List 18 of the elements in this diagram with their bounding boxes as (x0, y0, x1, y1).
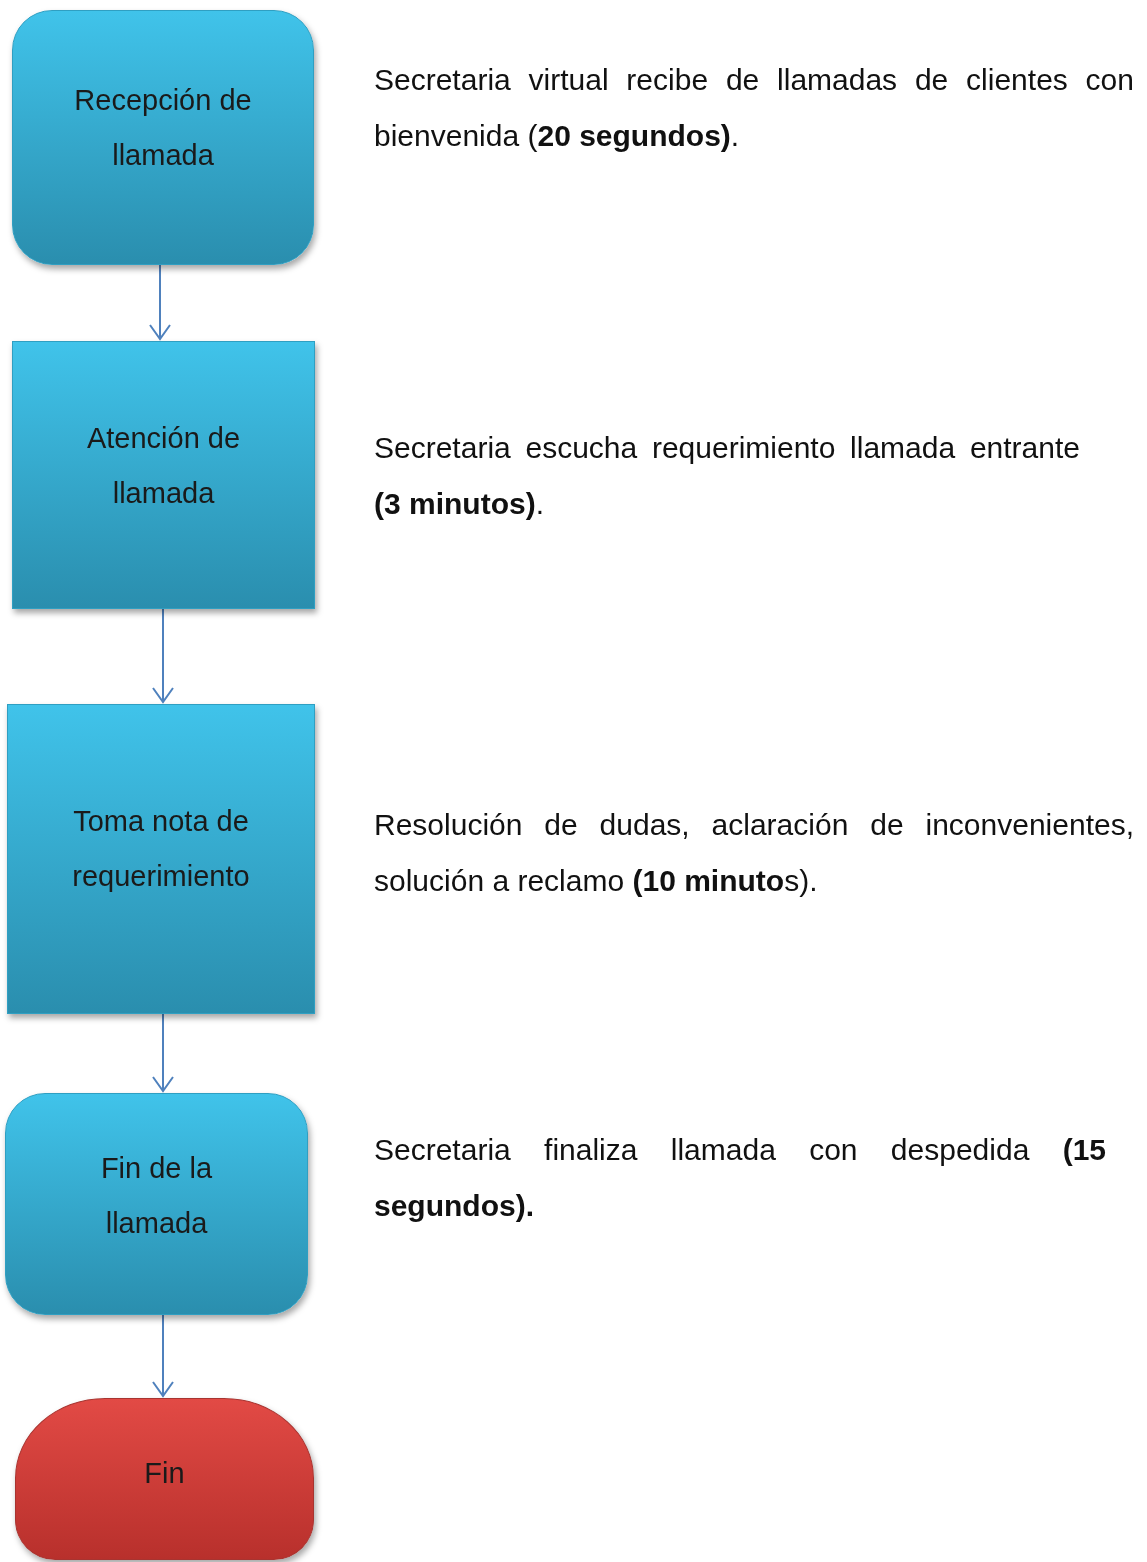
process-box (7, 704, 315, 1014)
node-label: Atención de llamada (85, 421, 242, 511)
description-text: Secretaria escucha requerimiento llamada entrante (3 minutos). (374, 430, 1080, 522)
process-box (5, 1093, 308, 1315)
node-label: Fin (143, 1456, 186, 1491)
node-label: Toma nota de requerimiento (71, 804, 251, 894)
arrow (152, 1013, 174, 1092)
description-text: Secretaria virtual recibe de llamadas de clientes con bienvenida (20 segundos). (374, 62, 1134, 154)
description-text: Resolución de dudas, aclaración de inconvenientes, solución a reclamo (10 minutos). (374, 807, 1134, 899)
node-label: Recepción de llamada (73, 83, 253, 173)
description-text: Secretaria finaliza llamada con despedida (15 segundos). (374, 1132, 1106, 1224)
arrow (152, 608, 174, 703)
arrow (149, 264, 171, 340)
process-box (12, 10, 314, 265)
arrow (152, 1314, 174, 1397)
node-label: Fin de la llamada (99, 1151, 214, 1241)
terminator-shape (15, 1398, 314, 1560)
process-box (12, 341, 315, 609)
